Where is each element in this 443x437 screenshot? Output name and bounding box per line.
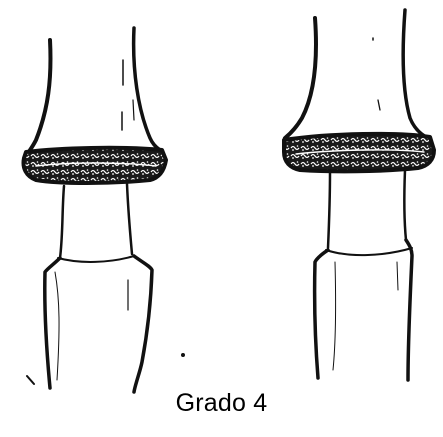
- left-upper-segment: [28, 40, 50, 153]
- right-upper-segment: [285, 18, 316, 138]
- left-middle-segment: [60, 186, 64, 258]
- right-middle-segment: [328, 172, 330, 248]
- figure-caption: Grado 4: [0, 389, 443, 418]
- left-digit: [24, 28, 167, 392]
- ink-dot: [181, 353, 185, 357]
- right-lower-segment: [315, 250, 328, 378]
- right-digit: [284, 10, 434, 380]
